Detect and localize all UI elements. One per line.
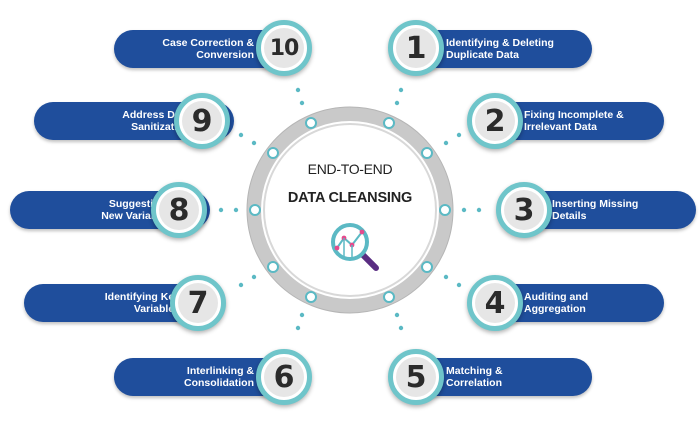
step-6-badge: 6 xyxy=(256,349,312,405)
step-7-number: 7 xyxy=(178,283,218,323)
step-3-number: 3 xyxy=(504,190,544,230)
center-disc xyxy=(263,123,437,297)
step-2-number: 2 xyxy=(475,101,515,141)
step-9-number: 9 xyxy=(182,101,222,141)
step-9-badge: 9 xyxy=(174,93,230,149)
magnifier-chart-icon xyxy=(331,223,379,271)
ring-nodes xyxy=(249,117,451,303)
step-7-badge: 7 xyxy=(170,275,226,331)
step-10-number: 10 xyxy=(264,28,304,68)
connector-dots xyxy=(218,87,482,331)
step-6-number: 6 xyxy=(264,357,304,397)
center-subtitle: DATA CLEANSING xyxy=(287,190,413,206)
step-10-label: Case Correction & Conversion xyxy=(162,37,254,61)
step-8-badge: 8 xyxy=(151,182,207,238)
step-3-badge: 3 xyxy=(496,182,552,238)
step-4-label: Auditing and Aggregation xyxy=(524,291,589,315)
step-6-label: Interlinking & Consolidation xyxy=(184,365,254,389)
step-1-label: Identifying & Deleting Duplicate Data xyxy=(446,37,554,61)
step-5-badge: 5 xyxy=(388,349,444,405)
step-4-badge: 4 xyxy=(467,275,523,331)
step-3-label: Inserting Missing Details xyxy=(552,198,639,222)
step-5-label: Matching & Correlation xyxy=(446,365,503,389)
step-2-label: Fixing Incomplete & Irrelevant Data xyxy=(524,109,624,133)
step-1-number: 1 xyxy=(396,28,436,68)
step-8-number: 8 xyxy=(159,190,199,230)
step-1-badge: 1 xyxy=(388,20,444,76)
center-title: END-TO-END xyxy=(307,161,393,177)
step-7-label: Identifying Key Variables xyxy=(104,291,180,315)
step-5-number: 5 xyxy=(396,357,436,397)
outer-ring-edge xyxy=(246,106,454,314)
step-4-number: 4 xyxy=(475,283,515,323)
step-10-badge: 10 xyxy=(256,20,312,76)
step-2-badge: 2 xyxy=(467,93,523,149)
